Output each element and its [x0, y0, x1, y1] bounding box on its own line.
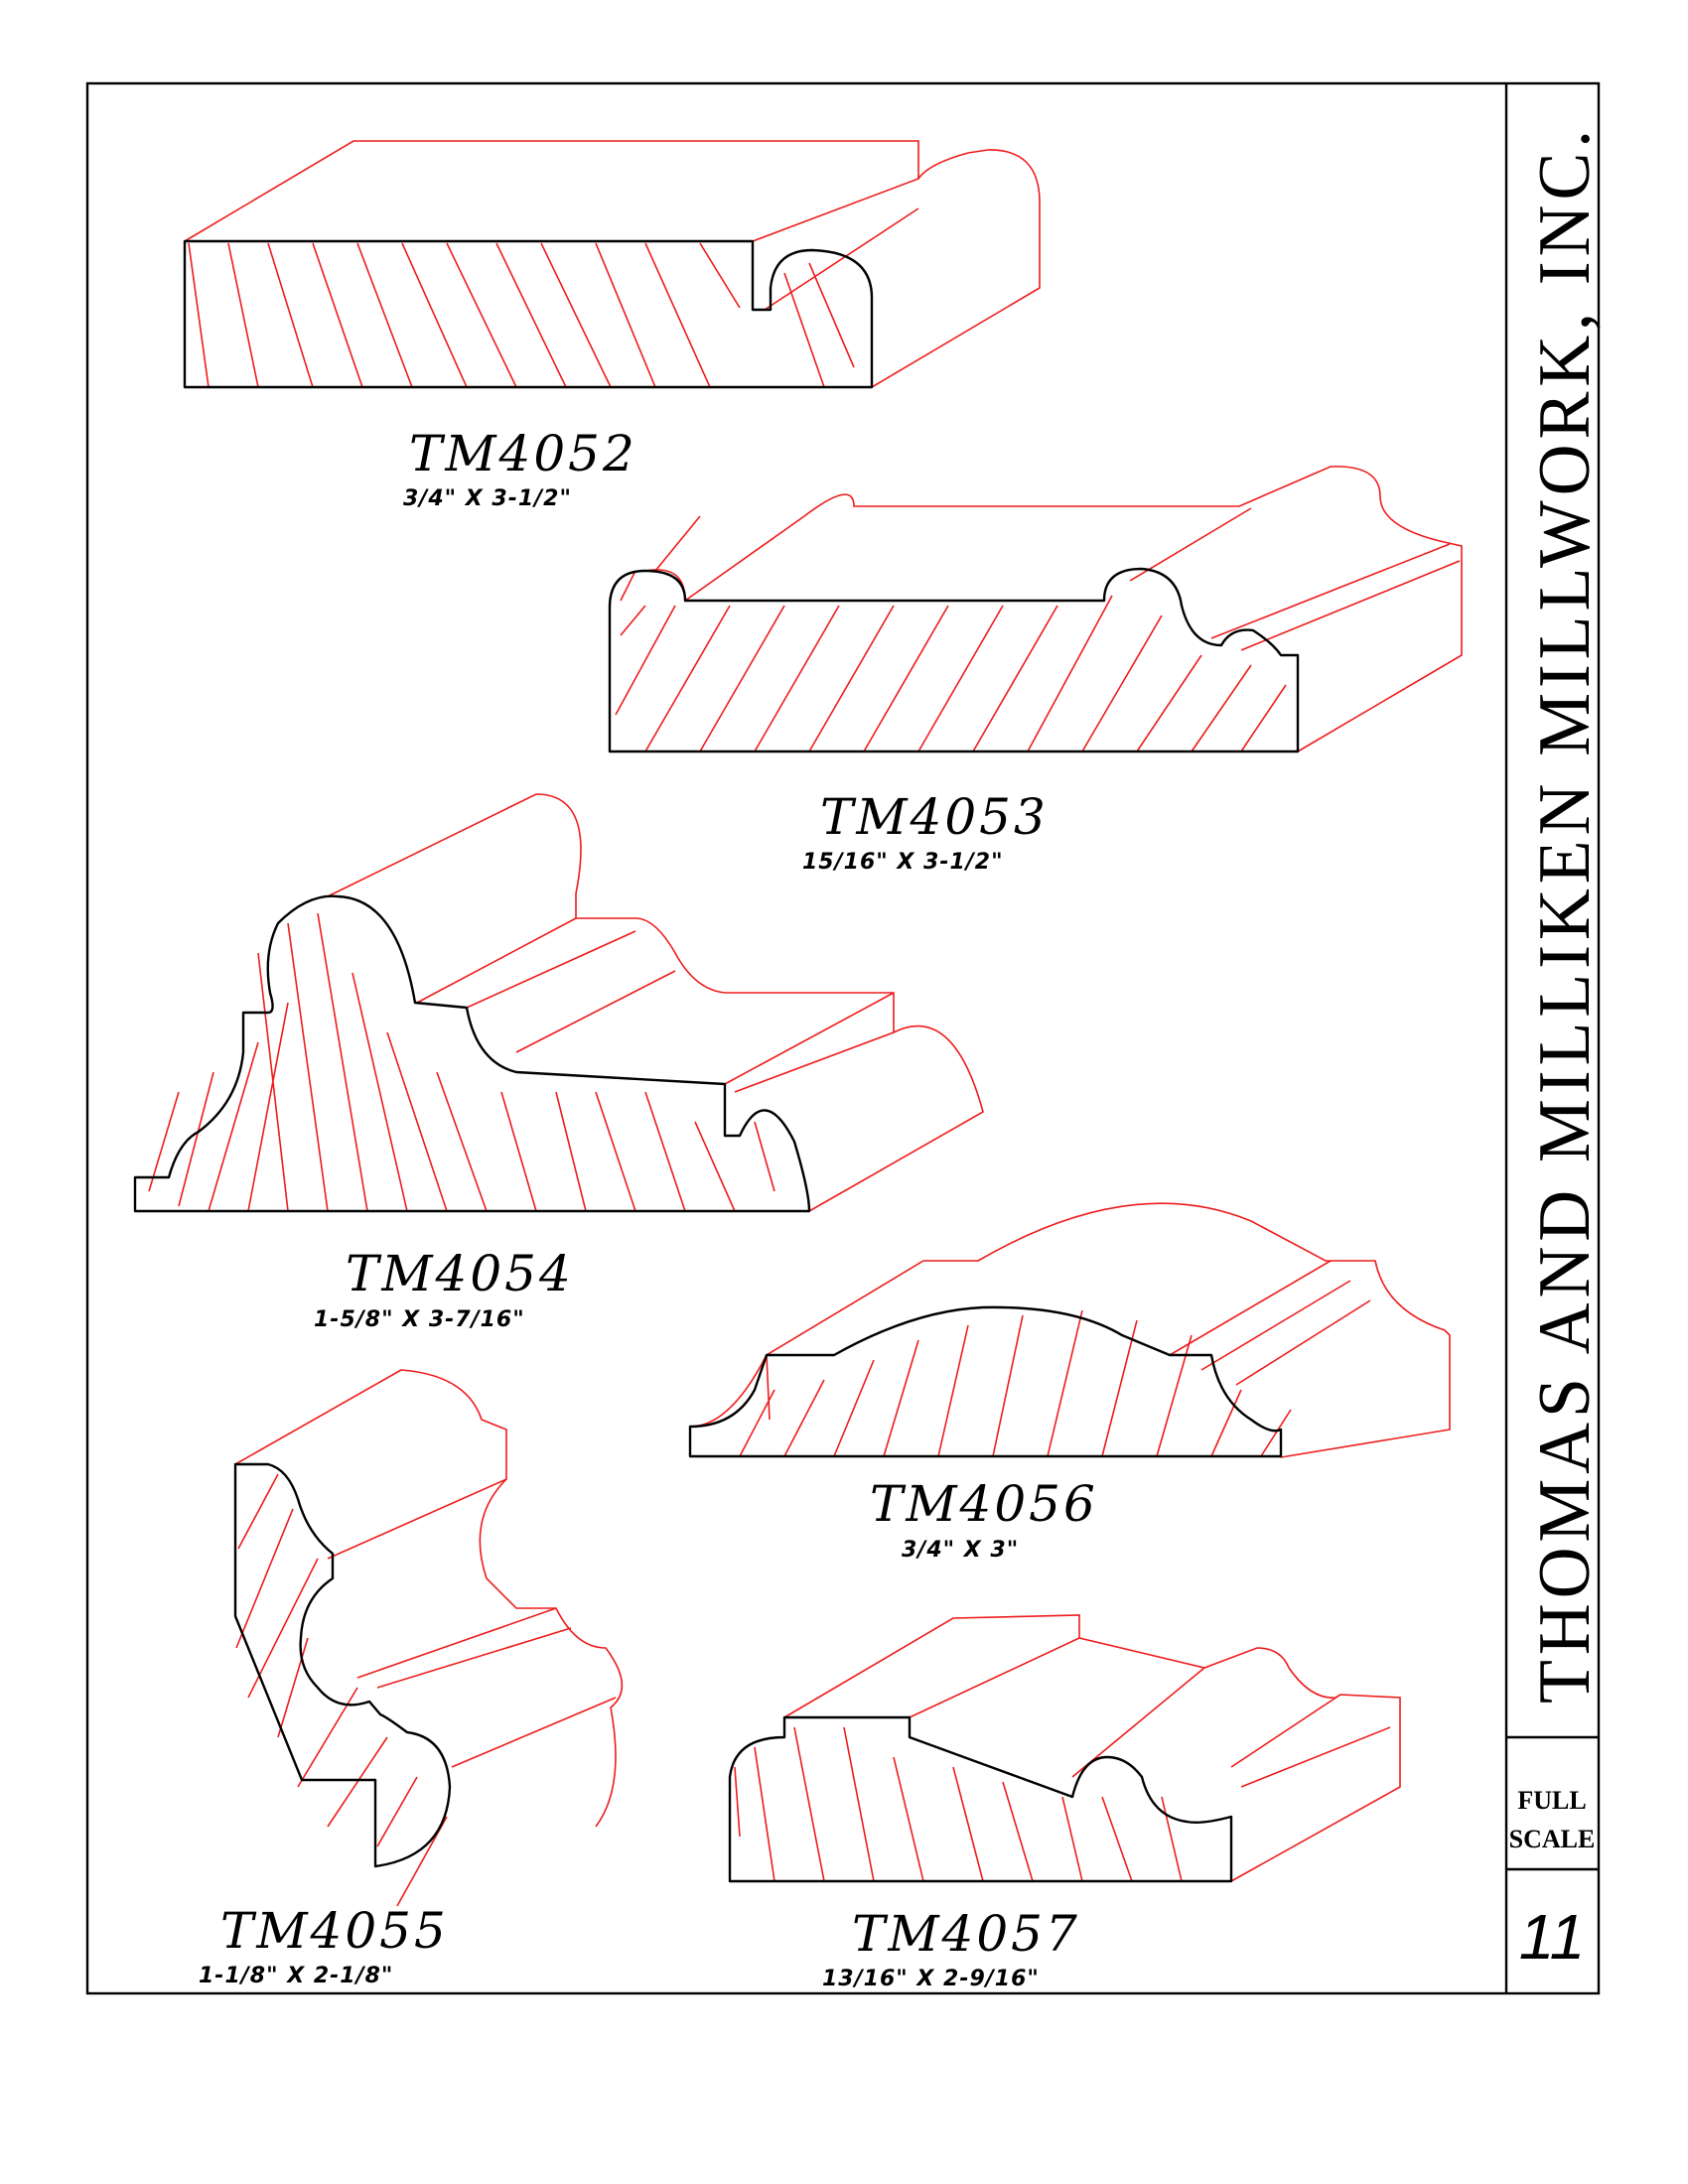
profile-tm4056: TM4056 3/4" X 3": [688, 1202, 1451, 1563]
company-name: THOMAS AND MILLIKEN MILLWORK, INC.: [1524, 125, 1606, 1704]
tm4055-drawing: [233, 1369, 624, 1907]
tm4057-model: TM4057: [852, 1905, 1080, 1963]
tm4055-dims: 1-1/8" X 2-1/8": [199, 1964, 393, 1988]
profile-tm4054: TM4054 1-5/8" X 3-7/16": [133, 793, 984, 1332]
tm4054-model: TM4054: [346, 1245, 574, 1302]
profile-tm4053: TM4053 15/16" X 3-1/2": [608, 466, 1463, 875]
tm4053-drawing: [608, 466, 1463, 753]
tm4054-dims: 1-5/8" X 3-7/16": [314, 1307, 525, 1332]
profile-tm4057: TM4057 13/16" X 2-9/16": [728, 1614, 1401, 1991]
tm4053-model: TM4053: [820, 788, 1049, 846]
tm4054-drawing: [133, 793, 984, 1213]
scale-label-line1: FULL: [1517, 1786, 1586, 1815]
tm4053-dims: 15/16" X 3-1/2": [802, 850, 1004, 875]
profile-tm4055: TM4055 1-1/8" X 2-1/8": [199, 1369, 624, 1988]
tm4052-dims: 3/4" X 3-1/2": [403, 486, 572, 511]
tm4055-model: TM4055: [220, 1902, 449, 1960]
tm4056-drawing: [688, 1202, 1451, 1458]
tm4056-model: TM4056: [870, 1475, 1098, 1533]
page-number: 11: [1519, 1901, 1585, 1973]
tm4057-drawing: [728, 1614, 1401, 1883]
tm4052-model: TM4052: [409, 425, 637, 482]
profile-tm4052: TM4052 3/4" X 3-1/2": [183, 140, 1041, 511]
tm4052-drawing: [183, 140, 1041, 389]
tm4056-dims: 3/4" X 3": [902, 1538, 1019, 1563]
sheet-border: [85, 81, 1601, 1995]
scale-label-line2: SCALE: [1509, 1825, 1596, 1853]
tm4057-dims: 13/16" X 2-9/16": [822, 1967, 1040, 1991]
